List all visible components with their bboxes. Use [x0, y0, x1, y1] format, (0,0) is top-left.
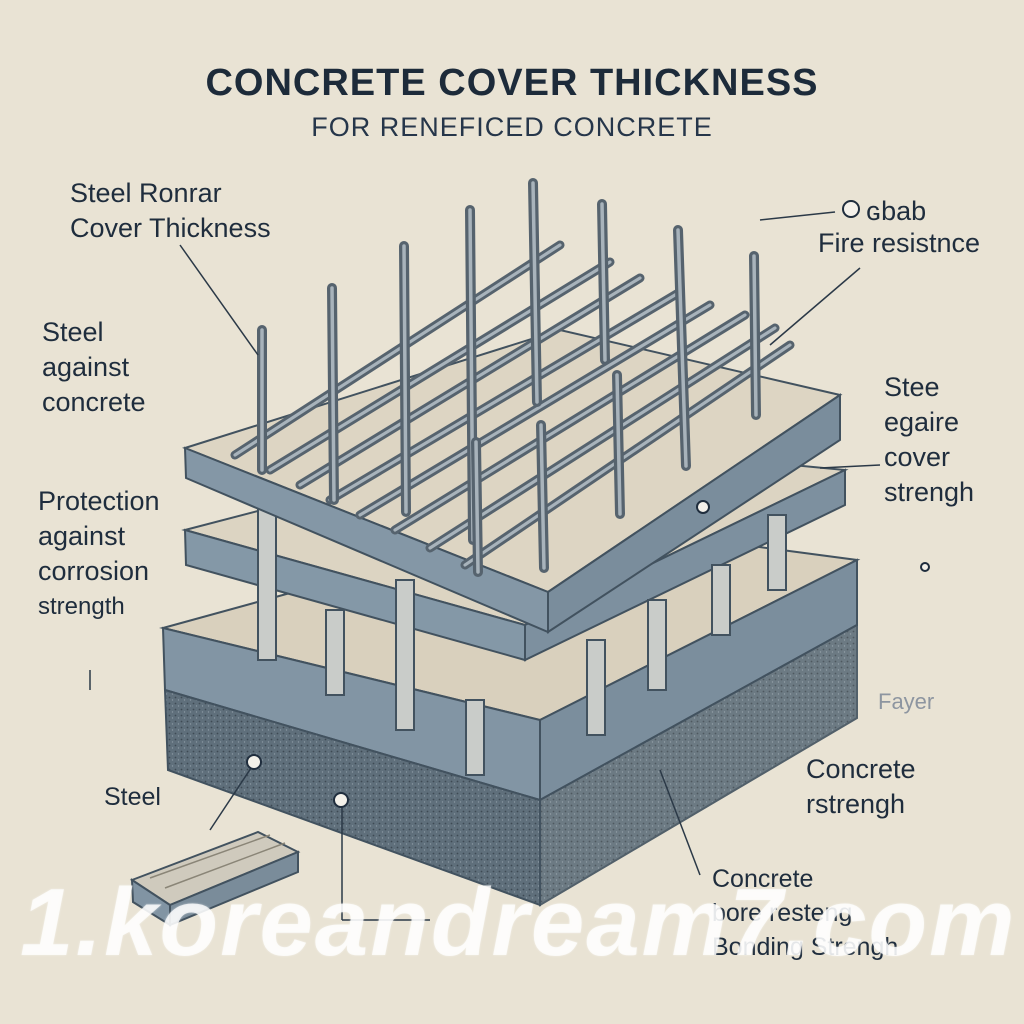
- vertical-rebar-5-highlight: [531, 181, 539, 404]
- vertical-rebar-6-highlight: [600, 202, 607, 362]
- label-steel-cover-thickness: Steel Ronrar Cover Thickness: [70, 178, 271, 243]
- horizontal-rebar-5-highlight: [358, 303, 712, 517]
- steel-block: [129, 830, 301, 927]
- label-fire-resistance: Fire resistnce: [818, 228, 981, 258]
- label-bonding-strength: Concrete bore resteng Bonding Strengh: [712, 865, 899, 961]
- horizontal-rebar-1-highlight: [233, 243, 562, 457]
- page-subtitle: FOR RENEFICED CONCRETE: [311, 112, 713, 142]
- label-concrete-strength: Concrete rstrengh: [806, 754, 916, 819]
- watermark: 1.koreandream7.com: [20, 869, 1017, 976]
- vertical-rebar-2-highlight: [330, 286, 336, 502]
- horizontal-rebar-7-highlight: [428, 326, 777, 550]
- label-slab: ɢbab: [866, 196, 927, 226]
- rebar-grid: [230, 178, 795, 577]
- vertical-rebar-7-highlight: [676, 228, 688, 468]
- label-steel-against-concrete: Steel against concrete: [42, 317, 146, 417]
- leader-lines: [89, 211, 881, 921]
- label-layer: Fayer: [878, 689, 935, 714]
- vertical-rebar-8-highlight: [752, 254, 758, 417]
- vertical-rebar-11-highlight: [615, 373, 622, 516]
- label-steel-cover-strength: Stee egaire cover strengh: [884, 372, 975, 507]
- page-title: CONCRETE COVER THICKNESS: [205, 62, 819, 104]
- vertical-rebar-10-highlight: [539, 423, 546, 570]
- support-posts: [257, 504, 787, 776]
- vertical-rebar-3-highlight: [402, 244, 408, 514]
- horizontal-rebar-4-highlight: [328, 290, 682, 502]
- horizontal-rebar-2-highlight: [268, 260, 612, 472]
- marker-dots: [246, 200, 930, 808]
- vertical-rebar-9-highlight: [474, 440, 480, 574]
- label-protection-corrosion: Protection against corrosion strength: [38, 486, 160, 620]
- horizontal-rebar-8-highlight: [463, 343, 792, 567]
- label-steel-block: Steel: [104, 783, 161, 811]
